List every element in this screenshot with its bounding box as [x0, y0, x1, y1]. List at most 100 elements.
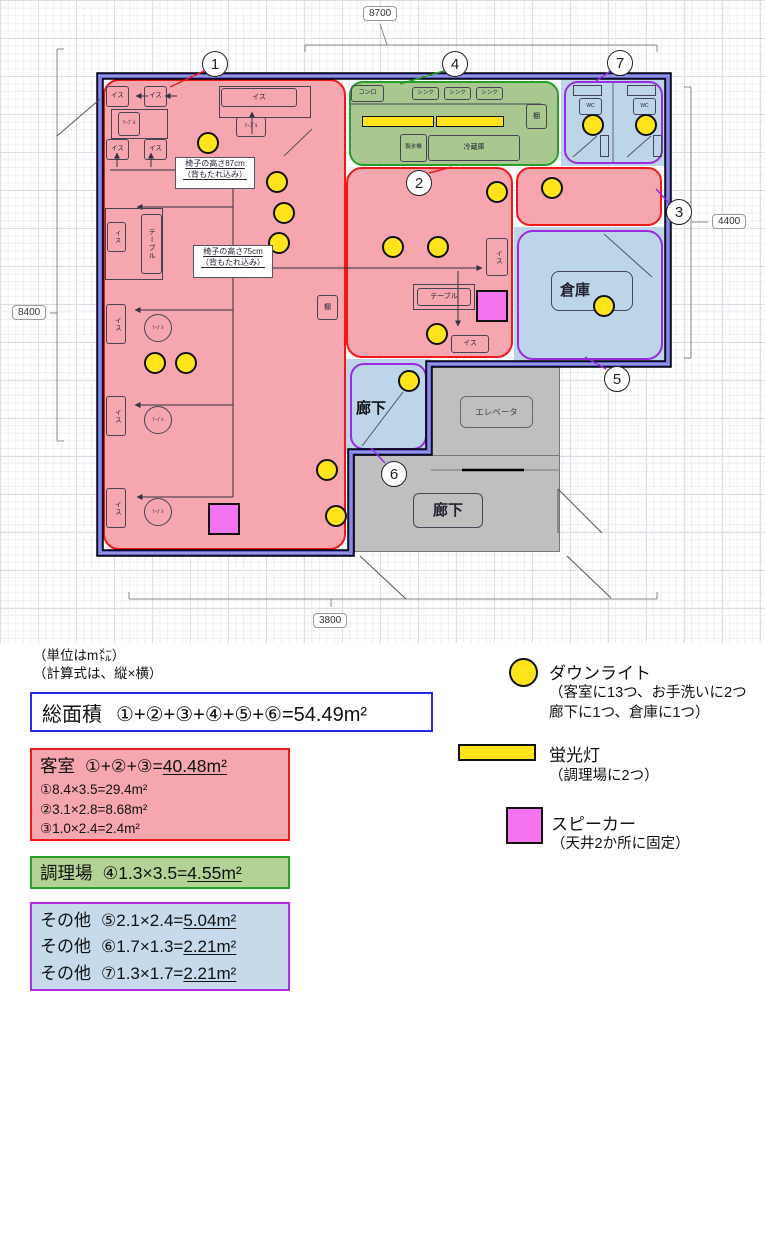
- other3-label: その他: [40, 963, 91, 983]
- room-guest-1: [103, 79, 346, 550]
- downlight-legend-label: ダウンライト: [549, 664, 651, 683]
- fluorescent-light: [436, 116, 504, 127]
- chair-box: イス: [486, 238, 508, 276]
- speaker-square: [208, 503, 240, 535]
- downlight: [382, 236, 404, 258]
- note-chair-75: 椅子の高さ75cm （背もたれ込み）: [193, 245, 273, 278]
- round-table: ﾃｰﾌﾞﾙ: [144, 314, 172, 342]
- downlight: [398, 370, 420, 392]
- downlight: [316, 459, 338, 481]
- method-note: （計算式は、縦×横）: [33, 666, 163, 681]
- chair-box: イス: [451, 335, 489, 353]
- table-box: テーブル: [417, 288, 471, 306]
- other2-label: その他: [40, 937, 91, 957]
- downlight: [486, 181, 508, 203]
- total-area-label: 総面積: [42, 703, 102, 726]
- shelf-box: 棚: [317, 295, 338, 320]
- wc-sink-rect: [600, 135, 609, 157]
- other1-value: 5.04m²: [183, 911, 237, 930]
- downlight: [266, 171, 288, 193]
- ice-maker-box: 製氷機: [400, 134, 427, 162]
- kitchen-area-box: 調理場 ④1.3×3.5= 4.55m²: [30, 856, 290, 889]
- downlight: [541, 177, 563, 199]
- other3-value: 2.21m²: [183, 963, 237, 983]
- downlight: [175, 352, 197, 374]
- downlight: [273, 202, 295, 224]
- fluorescent-legend-label: 蛍光灯: [549, 746, 600, 765]
- table-box: ﾃｰﾌﾞﾙ: [118, 112, 140, 136]
- round-table: ﾃｰﾌﾞﾙ: [144, 498, 172, 526]
- speaker-legend-label: スピーカー: [551, 815, 636, 834]
- chair-box: イス: [106, 396, 126, 436]
- wc-box: WC: [579, 98, 602, 115]
- sink-box: シンク: [476, 87, 503, 100]
- other1-formula: ⑤2.1×2.4=: [101, 911, 184, 930]
- downlight: [197, 132, 219, 154]
- marker-7: 7: [607, 50, 633, 76]
- total-area-box: 総面積 ①+②+③+④+⑤+⑥= 54.49m²: [30, 692, 433, 732]
- other3-formula: ⑦1.3×1.7=: [101, 963, 184, 983]
- kitchen-area-formula: ④1.3×3.5=: [102, 863, 188, 883]
- guest-area-box: 客室 ①+②+③= 40.48m² ①8.4×3.5=29.4m² ②3.1×2…: [30, 748, 290, 841]
- marker-4: 4: [442, 51, 468, 77]
- downlight-legend-note1: （客室に13つ、お手洗いに2つ: [549, 685, 747, 701]
- corridor-gray-label-box: 廊下: [413, 493, 483, 528]
- unit-note: （単位はm㍍）: [33, 648, 126, 663]
- chair-box: イス: [106, 139, 129, 160]
- total-area-formula: ①+②+③+④+⑤+⑥=: [116, 703, 294, 726]
- fluorescent-legend-icon: [458, 744, 536, 761]
- downlight: [593, 295, 615, 317]
- marker-6: 6: [381, 461, 407, 487]
- other2-formula: ⑥1.7×1.3=: [101, 937, 184, 957]
- chair-box: イス: [107, 222, 126, 252]
- chair-box: イス: [106, 488, 126, 528]
- sink-box: シンク: [444, 87, 471, 100]
- toilet-tank-rect: [627, 85, 656, 96]
- downlight: [144, 352, 166, 374]
- marker-3: 3: [666, 199, 692, 225]
- warehouse-label-box: 倉庫: [551, 271, 633, 311]
- stove-box: コンロ: [351, 85, 384, 102]
- wc-box: WC: [633, 98, 656, 115]
- downlight-legend-note2: 廊下に1つ、倉庫に1つ）: [549, 705, 710, 721]
- downlight: [635, 114, 657, 136]
- elevator-label-box: エレベータ: [460, 396, 533, 428]
- total-area-value: 54.49m²: [293, 703, 368, 726]
- wc-sink-rect: [653, 135, 662, 157]
- table-box-vertical: テーブル: [141, 214, 162, 274]
- fridge-box: 冷蔵庫: [428, 135, 520, 161]
- table-box: ﾃｰﾌﾞﾙ: [236, 117, 266, 137]
- fluorescent-legend-note: （調理場に2つ）: [549, 768, 659, 784]
- guest-area-line3: ③1.0×2.4=2.4m²: [40, 821, 140, 837]
- marker-1: 1: [202, 51, 228, 77]
- speaker-legend-icon: [506, 807, 543, 844]
- guest-area-value: 40.48m²: [162, 756, 227, 776]
- speaker-square: [476, 290, 508, 322]
- other2-value: 2.21m²: [183, 937, 237, 957]
- downlight: [582, 114, 604, 136]
- corridor-6-label: 廊下: [356, 400, 387, 417]
- bench-chair-box: イス: [221, 88, 297, 107]
- dim-bottom: 3800: [313, 613, 348, 628]
- round-table: ﾃｰﾌﾞﾙ: [144, 406, 172, 434]
- other-areas-box: その他 ⑤2.1×2.4= 5.04m² その他 ⑥1.7×1.3= 2.21m…: [30, 902, 290, 991]
- kitchen-area-label: 調理場: [40, 863, 93, 883]
- kitchen-area-value: 4.55m²: [187, 863, 242, 883]
- guest-area-formula: ①+②+③=: [85, 756, 163, 776]
- chair-box: イス: [106, 86, 129, 107]
- dim-right: 4400: [712, 214, 747, 229]
- toilet-tank-rect: [573, 85, 602, 96]
- marker-5: 5: [604, 366, 630, 392]
- guest-area-line1: ①8.4×3.5=29.4m²: [40, 782, 148, 797]
- sink-box: シンク: [412, 87, 439, 100]
- marker-2: 2: [406, 170, 432, 196]
- room-guest-3: [516, 167, 662, 226]
- chair-box: イス: [144, 86, 167, 107]
- downlight-legend-icon: [509, 658, 538, 687]
- chair-box: イス: [144, 139, 167, 160]
- guest-area-line2: ②3.1×2.8=8.68m²: [40, 801, 148, 817]
- guest-area-label: 客室: [40, 756, 75, 776]
- downlight: [426, 323, 448, 345]
- shelf-box: 棚: [526, 104, 547, 129]
